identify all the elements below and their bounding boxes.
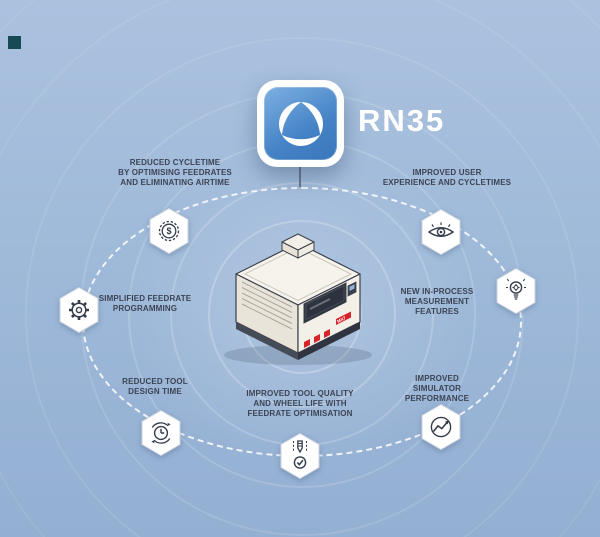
corner-logo-mark (8, 36, 21, 49)
feature-label-improved-user-experience: IMPROVED USER EXPERIENCE AND CYCLETIMES (382, 168, 512, 187)
feature-label-improved-simulator: IMPROVED SIMULATOR PERFORMANCE (404, 374, 470, 403)
feature-label-reduced-cycletime: REDUCED CYCLETIME BY OPTIMISING FEEDRATE… (118, 158, 232, 187)
tool-check-icon (280, 432, 320, 480)
feature-hex-new-in-process-measurement (495, 267, 537, 315)
feature-hex-reduced-cycletime: $ (148, 207, 190, 255)
badge-background (264, 87, 337, 160)
feature-label-simplified-feedrate: SIMPLIFIED FEEDRATE PROGRAMMING (98, 294, 192, 313)
machine-logo-plate (336, 311, 351, 325)
feature-hex-improved-simulator (420, 403, 462, 451)
coin-gear-icon: $ (149, 207, 189, 255)
product-badge (257, 80, 344, 167)
cnc-machine-icon: MX7 (224, 233, 372, 365)
feature-label-improved-tool-quality: IMPROVED TOOL QUALITY AND WHEEL LIFE WIT… (246, 389, 354, 418)
dollar-glyph: $ (166, 226, 171, 236)
bulb-gear-icon (496, 267, 536, 315)
eye-icon (421, 208, 461, 256)
impeller-icon (278, 101, 323, 146)
feature-hex-improved-user-experience (420, 208, 462, 256)
chart-up-icon (421, 403, 461, 451)
feature-label-new-in-process-measurement: NEW IN-PROCESS MEASUREMENT FEATURES (400, 287, 474, 316)
machine-illustration: MX7 (218, 222, 383, 367)
gear-icon (59, 286, 99, 334)
feature-hex-reduced-tool-design (140, 409, 182, 457)
clock-refresh-icon (141, 409, 181, 457)
feature-hex-improved-tool-quality (279, 432, 321, 480)
feature-label-reduced-tool-design: REDUCED TOOL DESIGN TIME (122, 377, 188, 396)
product-name: RN35 (358, 103, 446, 138)
machine-logo-text: MX7 (336, 315, 347, 324)
badge-connector-line (299, 167, 301, 187)
feature-hex-simplified-feedrate (58, 286, 100, 334)
